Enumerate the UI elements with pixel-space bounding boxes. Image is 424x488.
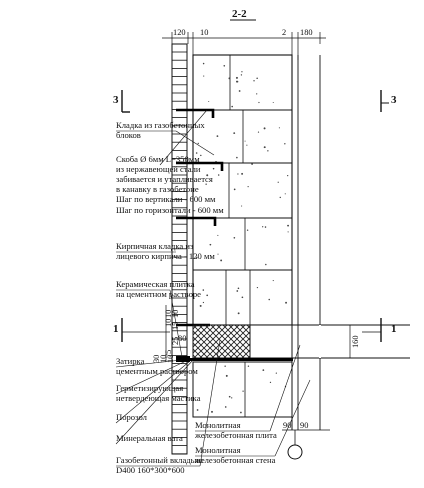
svg-text:1: 1 (113, 323, 119, 335)
svg-text:1: 1 (391, 323, 397, 335)
label-porozol: Порозол (115, 360, 191, 424)
dim-left-5: 75 (164, 350, 173, 358)
svg-text:Монолитная: Монолитная (195, 445, 241, 455)
svg-text:железобетонная плита: железобетонная плита (194, 430, 277, 440)
dim-top-joint: 2 (282, 28, 286, 37)
right-dimension: 160 (345, 324, 362, 359)
lower-aerated-blocks (192, 361, 293, 418)
section-mark-1-right: 1 (362, 318, 397, 342)
aerated-concrete-blocks (192, 54, 293, 326)
dim-left-4: 25 (171, 337, 180, 345)
svg-text:Шаг по вертикали - 600 мм: Шаг по вертикали - 600 мм (116, 194, 216, 204)
svg-text:Порозол: Порозол (116, 412, 148, 422)
svg-text:из нержавеющей стали: из нержавеющей стали (116, 164, 201, 174)
svg-text:Минеральная вата: Минеральная вата (116, 433, 183, 443)
svg-text:3: 3 (391, 94, 397, 106)
dim-bottom-right: 90 (300, 421, 308, 430)
section-mark-3-right: 3 (380, 90, 397, 112)
svg-text:Газобетонный вкладыш: Газобетонный вкладыш (116, 455, 203, 465)
label-monolithic-slab: Монолитная железобетонная плита (194, 344, 301, 440)
label-brick-facing: Кирпичная кладка из лицевого кирпича - 1… (116, 241, 215, 261)
axis-line (287, 430, 303, 460)
dim-band-30: 30 (152, 355, 161, 363)
dim-left-2: 10 (171, 310, 180, 318)
label-steel-clamp: Скоба Ø 6мм L=350мм из нержавеющей стали… (116, 109, 224, 215)
svg-text:Затирка: Затирка (116, 356, 145, 366)
monolithic-concrete-wall (291, 55, 321, 430)
dim-top-brick: 120 (173, 28, 186, 37)
svg-text:блоков: блоков (116, 130, 141, 140)
svg-text:Кирпичная кладка из: Кирпичная кладка из (116, 241, 194, 251)
section-mark-3-left: 3 (113, 90, 130, 113)
label-ceramic-tile: Керамическая плитка на цементном раствор… (116, 279, 201, 358)
aerated-insert (192, 324, 251, 359)
section-title: 2-2 (232, 8, 247, 20)
label-aerated-insert: Газобетонный вкладыш D400 160*300*600 (116, 339, 221, 475)
dim-left-0: 10 (164, 310, 173, 318)
svg-text:Кладка из газобетонных: Кладка из газобетонных (116, 120, 205, 130)
svg-text:3: 3 (113, 94, 119, 106)
label-grout: Затирка цементным раствором (115, 356, 198, 376)
ceramic-tile-band (176, 356, 293, 362)
dim-band-10a: 10 (159, 355, 168, 363)
dim-top-gap: 10 (200, 28, 208, 37)
svg-text:цементным раствором: цементным раствором (116, 366, 198, 376)
dim-top-concrete: 180 (300, 28, 313, 37)
left-dimension-stack: 10 10 10 15 25 75 80 30 10 10 (152, 305, 186, 363)
svg-text:железобетонная стена: железобетонная стена (194, 455, 276, 465)
svg-text:Скоба Ø 6мм L=350мм: Скоба Ø 6мм L=350мм (116, 154, 200, 164)
svg-text:Шаг по горизонтали - 600 мм: Шаг по горизонтали - 600 мм (116, 205, 224, 215)
label-monolithic-wall: Монолитная железобетонная стена (194, 379, 311, 465)
dim-left-3: 15 (171, 322, 180, 330)
svg-text:лицевого кирпича - 120 мм: лицевого кирпича - 120 мм (116, 251, 215, 261)
svg-text:Керамическая плитка: Керамическая плитка (116, 279, 195, 289)
top-dimension-chain: 120 10 2 180 (162, 28, 326, 60)
dim-right-160: 160 (351, 335, 360, 348)
label-aerated-masonry: Кладка из газобетонных блоков (116, 120, 215, 156)
svg-text:D400 160*300*600: D400 160*300*600 (116, 465, 185, 475)
slab-edge (249, 324, 293, 359)
bottom-dimension-chain: 90 90 (282, 421, 330, 431)
dim-bottom-left: 90 (283, 421, 291, 430)
dim-band-10b: 10 (166, 355, 175, 363)
dim-left-1: 10 (164, 319, 173, 327)
svg-text:в канавку в газобетоне: в канавку в газобетоне (116, 184, 199, 194)
svg-text:забивается и утапливается: забивается и утапливается (116, 174, 213, 184)
section-mark-1-left: 1 (113, 318, 170, 342)
svg-text:Монолитная: Монолитная (195, 420, 241, 430)
dim-band-80: 80 (178, 334, 186, 343)
label-mineral-wool: Минеральная вата (115, 359, 194, 445)
svg-text:на цементном растворе: на цементном растворе (116, 289, 201, 299)
svg-text:Герметизирующая: Герметизирующая (116, 383, 183, 393)
